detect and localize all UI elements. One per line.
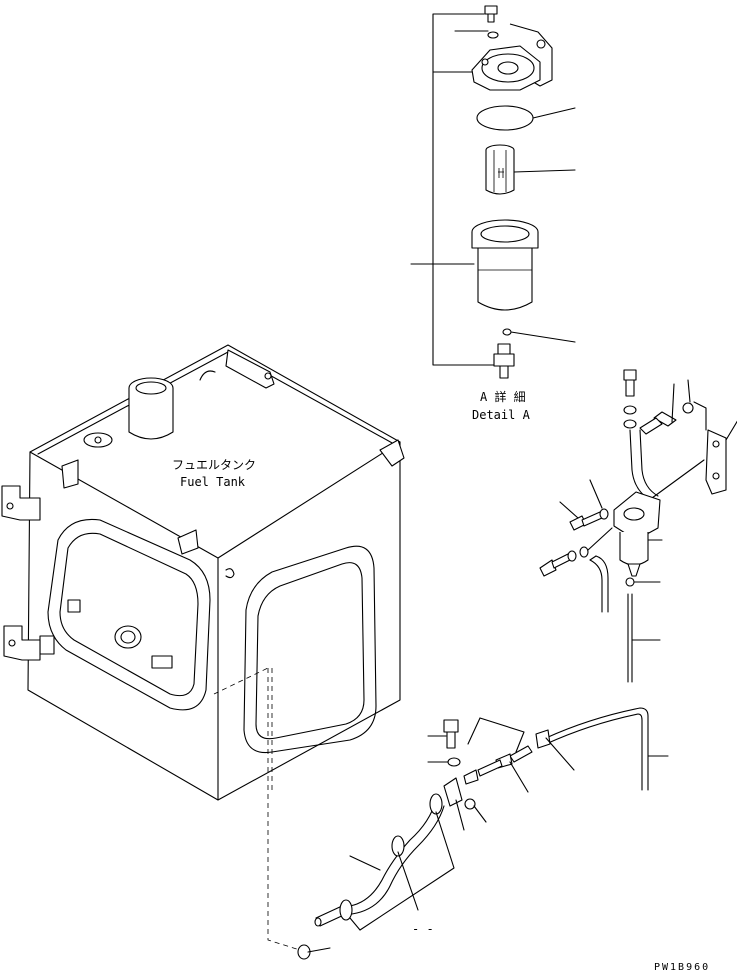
filter-element [485, 144, 515, 195]
bolt [484, 5, 498, 23]
filter-mount-assembly [539, 369, 737, 683]
washer [487, 31, 499, 39]
small-o-ring [502, 328, 512, 336]
right-inspection-window [243, 545, 377, 754]
filter-bowl [471, 219, 539, 311]
drain-valve [493, 343, 515, 379]
note-mark: - - [412, 922, 434, 936]
filter-head [471, 23, 553, 91]
detail-a-assembly: A 詳 細 Detail A [410, 5, 576, 422]
drawing-code: PW1B960 [654, 962, 710, 973]
left-inspection-window [39, 518, 211, 711]
mounting-bracket-left [1, 485, 41, 661]
filler-neck [128, 377, 174, 440]
fuel-line-assembly: - - [213, 667, 669, 960]
fuel-tank-label-jp: フュエルタンク [172, 458, 256, 472]
detail-label-jp: A 詳 細 [480, 389, 526, 404]
o-ring [476, 105, 534, 131]
lifting-lug [225, 349, 275, 389]
fuel-tank: フュエルタンク Fuel Tank [1, 344, 405, 801]
fuel-tank-label-en: Fuel Tank [180, 475, 246, 489]
detail-label-en: Detail A [472, 408, 531, 422]
